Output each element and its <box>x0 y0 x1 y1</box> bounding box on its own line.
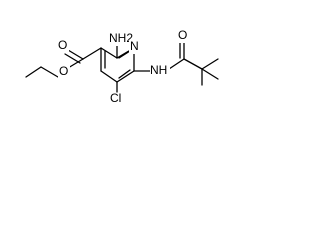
chloro-label-bg <box>110 93 126 106</box>
chemical-structure-diagram: NH2 N NH O O O Cl <box>25 28 219 106</box>
amide-nh-label-bg <box>150 65 170 78</box>
ester-ether-oxygen-label: O <box>59 64 68 78</box>
bond-c2-c3 <box>100 47 118 59</box>
bond-ester-carbon-ether-o <box>67 58 84 69</box>
amino-label: NH2 <box>109 31 133 45</box>
ring-n-label-bg <box>129 41 139 54</box>
amide-oxygen-label: O <box>178 28 187 42</box>
ester-carbonyl-oxygen-label: O <box>58 38 67 52</box>
chloro-label: Cl <box>110 91 121 105</box>
bond-ester-carbon-carbonyl-o-double <box>64 53 81 64</box>
bond-tbutyl-methyl-2 <box>201 68 219 80</box>
bond-ester-carbon-carbonyl-o <box>67 49 84 60</box>
amino-label-bg <box>108 33 130 46</box>
bond-carbonyl-tbutyl <box>183 58 203 70</box>
ester-ether-o-label-bg <box>58 66 70 79</box>
bonds <box>25 42 219 93</box>
bond-tbutyl-methyl-1 <box>201 58 219 70</box>
bond-ether-o-ch2 <box>40 66 59 78</box>
bond-double-c5-c6 <box>118 69 131 79</box>
ester-carbonyl-o-label-bg <box>57 40 69 53</box>
bond-c4-c5 <box>100 70 118 83</box>
amide-nh-label: NH <box>150 63 167 77</box>
atom-labels: NH2 N NH O O O Cl <box>57 28 189 106</box>
bond-c5-c6 <box>116 70 135 83</box>
bond-double-n1-c2 <box>118 50 131 59</box>
bond-ch2-ch3 <box>25 66 42 78</box>
ring-nitrogen-label: N <box>130 39 139 53</box>
bond-c3-ester-carbon <box>82 47 102 60</box>
amide-o-label-bg <box>177 30 189 43</box>
